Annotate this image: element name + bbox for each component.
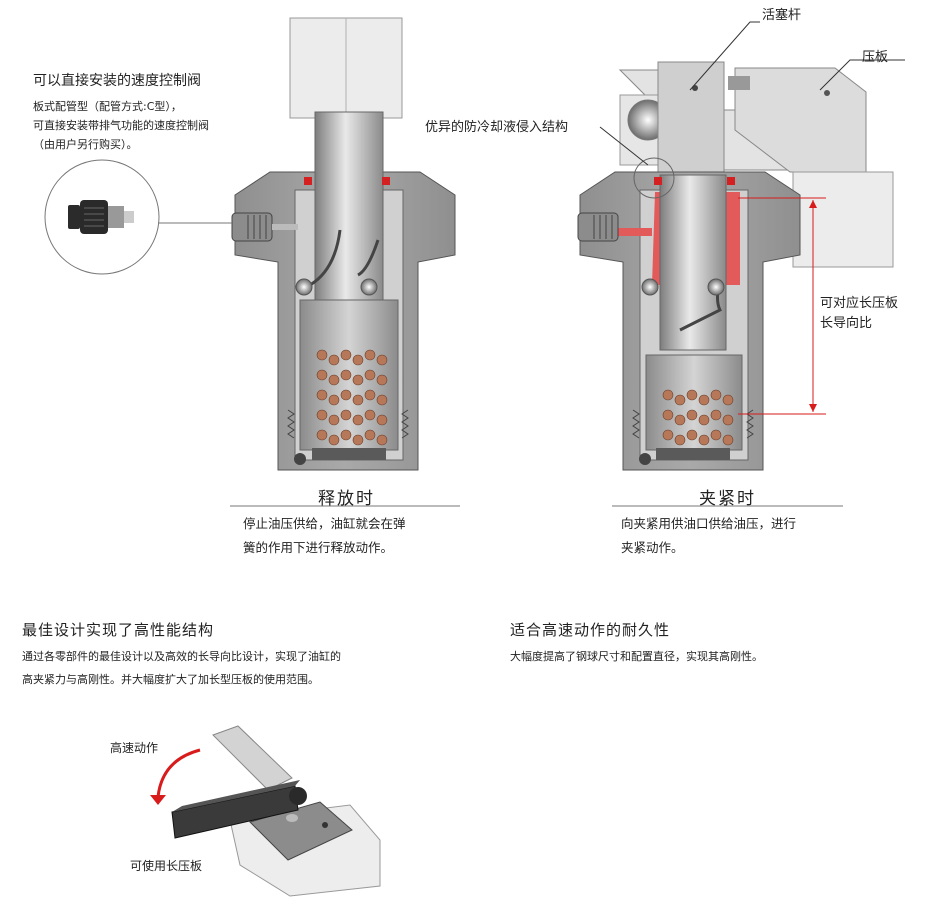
valve-note-line2: 可直接安装带排气功能的速度控制阀 xyxy=(33,119,209,132)
label-long-arm-1: 可对应长压板 xyxy=(820,296,899,311)
clamp-desc-2: 夹紧动作。 xyxy=(621,540,684,555)
label-clamp-arm: 压板 xyxy=(862,50,889,65)
label-high-speed: 高速动作 xyxy=(110,741,159,755)
label-piston-rod: 活塞杆 xyxy=(762,8,802,23)
label-long-arm-2: 长导向比 xyxy=(820,316,873,331)
caption-release: 释放时 xyxy=(318,489,375,509)
valve-title: 可以直接安装的速度控制阀 xyxy=(33,73,201,89)
feature-right-line1: 大幅度提高了钢球尺寸和配置直径，实现其高刚性。 xyxy=(510,650,763,663)
label-coolant-seal: 优异的防冷却液侵入结构 xyxy=(425,120,569,135)
release-desc-1: 停止油压供给，油缸就会在弹 xyxy=(243,516,406,531)
caption-clamp: 夹紧时 xyxy=(699,489,756,509)
release-desc-2: 簧的作用下进行释放动作。 xyxy=(243,540,394,555)
feature-left-line2: 高夹紧力与高刚性。并大幅度扩大了加长型压板的使用范围。 xyxy=(22,673,319,686)
valve-note-line3: （由用户另行购买）。 xyxy=(33,138,138,151)
feature-right-title: 适合高速动作的耐久性 xyxy=(510,621,671,639)
feature-left-title: 最佳设计实现了高性能结构 xyxy=(22,621,215,639)
feature-left-line1: 通过各零部件的最佳设计以及高效的长导向比设计，实现了油缸的 xyxy=(22,650,341,663)
left-cylinder xyxy=(231,17,456,471)
valve-note-line1: 板式配管型（配管方式:C型）， xyxy=(33,100,182,113)
right-cylinder xyxy=(577,21,905,471)
bottom-clamp-illustration xyxy=(150,725,381,897)
valve-inset xyxy=(44,159,232,275)
label-long-clamp: 可使用长压板 xyxy=(130,859,203,873)
clamp-desc-1: 向夹紧用供油口供给油压，进行 xyxy=(621,516,797,531)
